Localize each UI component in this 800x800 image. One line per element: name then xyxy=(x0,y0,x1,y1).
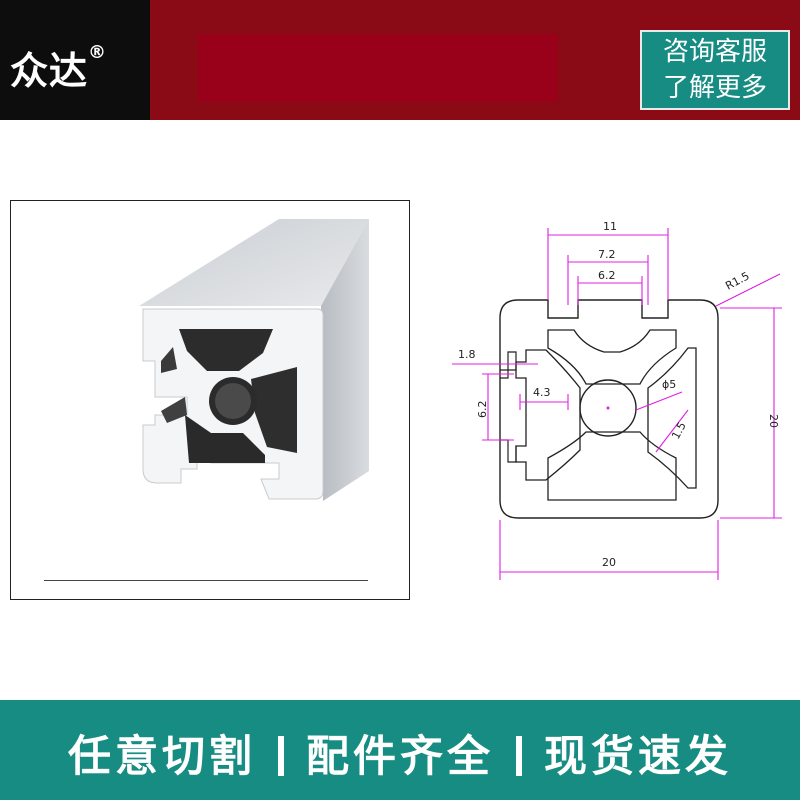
dim-left-slot: 6.2 xyxy=(476,401,489,419)
slogan-divider xyxy=(278,735,284,776)
slogan-divider xyxy=(516,735,522,776)
dim-wall: 1.5 xyxy=(669,420,689,442)
dim-top-width: 11 xyxy=(603,220,617,233)
cross-section-drawing: 11 7.2 6.2 R1.5 1.8 6.2 4.3 ϕ5 1.5 20 20 xyxy=(430,180,800,600)
dim-height: 20 xyxy=(767,414,780,428)
slogan-cut-to-size: 任意切割 xyxy=(68,732,256,782)
dim-depth: 4.3 xyxy=(533,386,551,399)
photo-underline xyxy=(44,580,368,581)
brand-name: 众达® xyxy=(10,42,108,93)
registered-mark: ® xyxy=(88,42,108,63)
dim-width: 20 xyxy=(602,556,616,569)
dimension-diagram: 11 7.2 6.2 R1.5 1.8 6.2 4.3 ϕ5 1.5 20 20 xyxy=(452,220,782,580)
slogan-accessories: 配件齐全 xyxy=(306,732,494,782)
dim-center-hole: ϕ5 xyxy=(662,378,676,391)
brand-logo[interactable]: 众达® xyxy=(0,0,150,120)
slogan-row: 任意切割配件齐全现货速发 xyxy=(0,722,800,784)
footer-banner: 任意切割配件齐全现货速发 xyxy=(0,700,800,800)
product-photo xyxy=(10,200,410,600)
header-banner: 众达® 咨询客服 了解更多 xyxy=(0,0,800,120)
dim-left-lip: 1.8 xyxy=(458,348,476,361)
contact-line-2: 了解更多 xyxy=(662,73,767,103)
dim-corner-radius: R1.5 xyxy=(723,269,751,292)
slogan-in-stock: 现货速发 xyxy=(544,732,732,782)
contact-service-button[interactable]: 咨询客服 了解更多 xyxy=(640,30,790,110)
contact-line-1: 咨询客服 xyxy=(662,37,767,67)
dim-slot-outer: 7.2 xyxy=(598,248,616,261)
aluminum-profile-image xyxy=(139,219,369,501)
dim-slot-inner: 6.2 xyxy=(598,269,616,282)
banner-placeholder xyxy=(198,34,558,102)
